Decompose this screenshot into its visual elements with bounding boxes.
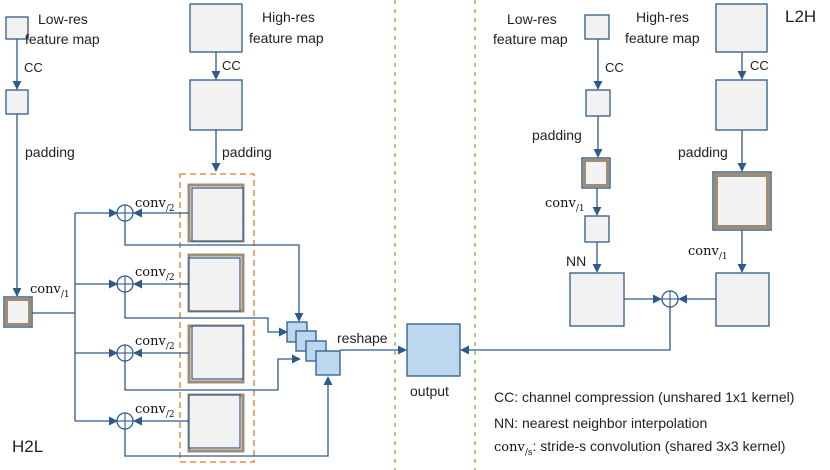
h2l-conv1-label: conv/1 [30,282,70,300]
l2h-high-padding-border [714,173,770,229]
l2h-high-cc-map [715,79,768,131]
l2h-nn-map [569,272,625,327]
l2h-high-res-label-2: feature map [625,30,700,46]
h2l-high-cc-map [189,79,243,131]
h2l-conv2-label-3: conv/2 [135,334,175,352]
l2h-conv1-high-label: conv/1 [688,244,728,262]
h2l-high-res-label-1: High-res [262,9,315,25]
l2h-nn-label: NN [566,253,586,269]
l2h-title: L2H [785,7,816,26]
h2l-high-cc-label: CC [222,58,241,73]
h2l-low-res-label-1: Low-res [38,11,88,27]
h2l-low-padded-map [3,296,33,328]
l2h-low-cc-label: CC [605,60,624,75]
l2h-high-cc-label: CC [750,58,769,73]
h2l-subblock-3 [187,324,245,384]
l2h-low-padded-map [581,157,611,189]
h2l-subblock-4 [187,393,245,453]
l2h-high-res-map [715,3,768,53]
h2l-high-res-label-2: feature map [249,30,324,46]
output-block [406,323,461,377]
h2l-title: H2L [12,437,43,456]
l2h-high-conv-map [715,272,770,327]
l2h-high-padding-label: padding [678,144,728,160]
reshape-block-4 [315,350,341,376]
h2l-adder-3 [116,344,134,362]
l2h-high-padded-map [712,171,772,231]
h2l-adder-2 [116,275,134,293]
h2l-adder-1 [116,204,134,222]
l2h-low-conv-map [584,215,610,243]
legend-nn: NN: nearest neighbor interpolation [494,415,707,431]
l2h-low-cc-map [585,89,611,117]
legend-conv: conv/s: stride-s convolution (shared 3x3… [494,438,785,458]
l2h-conv1-low-label: conv/1 [545,196,585,214]
h2l-conv2-label-4: conv/2 [135,402,175,420]
l2h-high-res-label-1: High-res [636,9,689,25]
l2h-low-res-label-2: feature map [493,31,568,47]
h2l-adder-4 [116,412,134,430]
h2l-low-padding-border [5,298,31,326]
h2l-high-res-map [189,3,243,53]
l2h-low-padding-border [583,159,609,187]
legend-cc: CC: channel compression (unshared 1x1 ke… [494,389,794,405]
reshape-label: reshape [337,330,388,346]
h2l-low-res-label-2: feature map [25,31,100,47]
h2l-subblock-2 [187,253,245,313]
h2l-low-cc-map [5,89,29,115]
h2l-high-padding-label: padding [222,144,272,160]
h2l-conv2-label-2: conv/2 [135,265,175,283]
h2l-conv2-label-1: conv/2 [135,196,175,214]
l2h-adder [661,290,679,308]
h2l-subblock-1 [187,183,245,243]
l2h-low-res-label-1: Low-res [507,11,557,27]
output-label: output [410,383,449,399]
h2l-low-padding-label: padding [25,144,75,160]
h2l-low-cc-label: CC [24,60,43,75]
l2h-low-res-map [584,14,610,40]
l2h-low-padding-label: padding [532,127,582,143]
